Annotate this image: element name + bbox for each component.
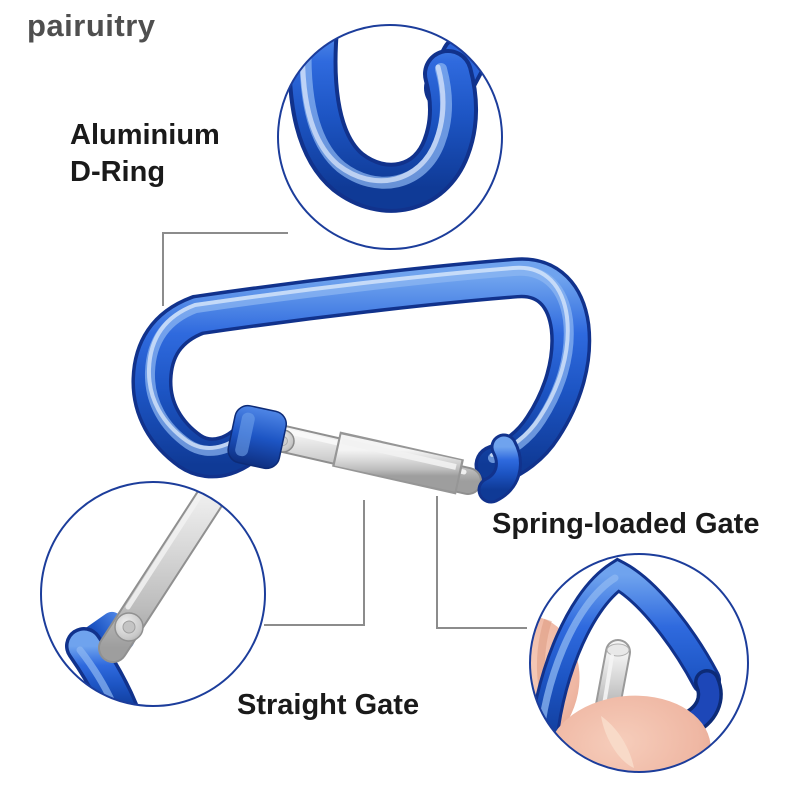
carabiner-hinge <box>227 404 288 470</box>
carabiner-gate <box>248 420 482 495</box>
main-carabiner <box>131 257 592 504</box>
zoom-circle-spring-gate <box>529 553 749 773</box>
callout-lines <box>162 232 527 629</box>
label-aluminium-d-ring: Aluminium D-Ring <box>70 117 220 191</box>
carabiner-hook-tip <box>477 433 522 504</box>
label-spring-loaded-gate: Spring-loaded Gate <box>492 508 760 540</box>
zoom-circle-straight-gate <box>40 481 266 707</box>
carabiner-frame <box>131 257 592 486</box>
label-aluminium-d-ring-line1: Aluminium <box>70 119 220 151</box>
zoom-circle-d-ring <box>277 24 503 250</box>
callout-line-straight-gate <box>264 500 365 626</box>
zoom-d-ring-content <box>287 25 502 213</box>
label-aluminium-d-ring-line2: D-Ring <box>70 156 166 188</box>
label-straight-gate: Straight Gate <box>237 689 420 721</box>
brand-logo: pairuitry <box>27 8 156 43</box>
callout-line-d-ring <box>162 232 288 306</box>
fingernail-highlight <box>601 716 634 768</box>
callout-line-spring-gate <box>436 496 527 629</box>
